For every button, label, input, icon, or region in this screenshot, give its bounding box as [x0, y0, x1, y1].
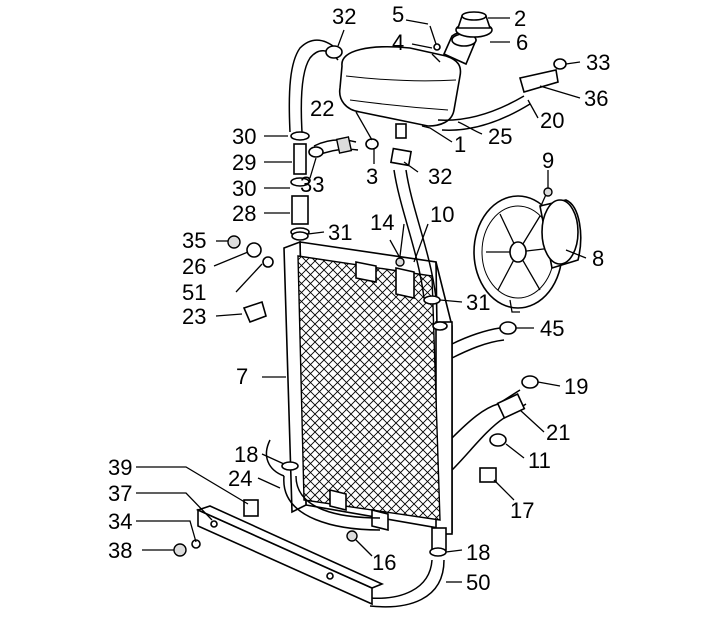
expansion-tank [338, 31, 477, 139]
filler-cap [455, 11, 493, 38]
cooling-fan [473, 195, 582, 313]
radiator-core [283, 240, 453, 551]
callout-22: 22 [310, 96, 334, 121]
callout-6: 6 [516, 30, 528, 55]
callout-7: 7 [236, 364, 248, 389]
callout-38: 38 [108, 538, 132, 563]
callout-23: 23 [182, 304, 206, 329]
callout-25: 25 [488, 124, 512, 149]
callout-8: 8 [592, 246, 604, 271]
screw-9 [539, 187, 553, 209]
mounting-bracket [195, 499, 385, 606]
callout-45: 45 [540, 316, 564, 341]
callout-24: 24 [228, 466, 252, 491]
hose-24 [265, 439, 381, 531]
hose-25 [437, 95, 531, 131]
callout-26: 26 [182, 254, 206, 279]
callout-3: 3 [366, 164, 378, 189]
hose-21 [451, 375, 539, 471]
hose-10 [389, 147, 441, 305]
callout-1: 1 [454, 132, 466, 157]
callout-32-top: 32 [332, 4, 356, 29]
hose-36 [518, 69, 559, 93]
callout-20: 20 [540, 108, 564, 133]
callout-10: 10 [430, 202, 454, 227]
callout-5: 5 [392, 2, 404, 27]
callout-18-left: 18 [234, 442, 258, 467]
callout-17: 17 [510, 498, 534, 523]
callout-9: 9 [542, 148, 554, 173]
callout-19: 19 [564, 374, 588, 399]
callout-39: 39 [108, 455, 132, 480]
sensor-35 [227, 235, 274, 324]
clamp-17 [479, 467, 497, 483]
callout-37: 37 [108, 481, 132, 506]
callout-4: 4 [392, 30, 404, 55]
callout-30-top: 30 [232, 124, 256, 149]
callout-33-right: 33 [586, 50, 610, 75]
callout-11: 11 [528, 448, 551, 473]
callout-50: 50 [466, 570, 490, 595]
callout-36: 36 [584, 86, 608, 111]
callout-33-left: 33 [300, 172, 324, 197]
callout-51: 51 [182, 280, 206, 305]
callout-29: 29 [232, 150, 256, 175]
callout-31-left: 31 [328, 220, 352, 245]
screw-14 [389, 239, 405, 267]
callout-28: 28 [232, 201, 256, 226]
hose-45 [451, 321, 517, 359]
callout-35: 35 [182, 228, 206, 253]
callout-labels: 1 2 3 4 5 6 7 8 9 10 11 14 16 17 18 18 1… [108, 2, 610, 595]
callout-16: 16 [372, 550, 396, 575]
leader-lines [136, 17, 587, 583]
tank-screws [429, 25, 441, 63]
callout-32-mid: 32 [428, 164, 452, 189]
bypass-pipe [290, 131, 310, 237]
callout-21: 21 [546, 420, 570, 445]
callout-2: 2 [514, 6, 526, 31]
callout-14: 14 [370, 210, 394, 235]
screw-16 [346, 530, 358, 542]
bolt-38 [173, 539, 201, 557]
callout-31-right: 31 [466, 290, 490, 315]
callout-30-mid: 30 [232, 176, 256, 201]
callout-34: 34 [108, 509, 132, 534]
callout-18-right: 18 [466, 540, 490, 565]
